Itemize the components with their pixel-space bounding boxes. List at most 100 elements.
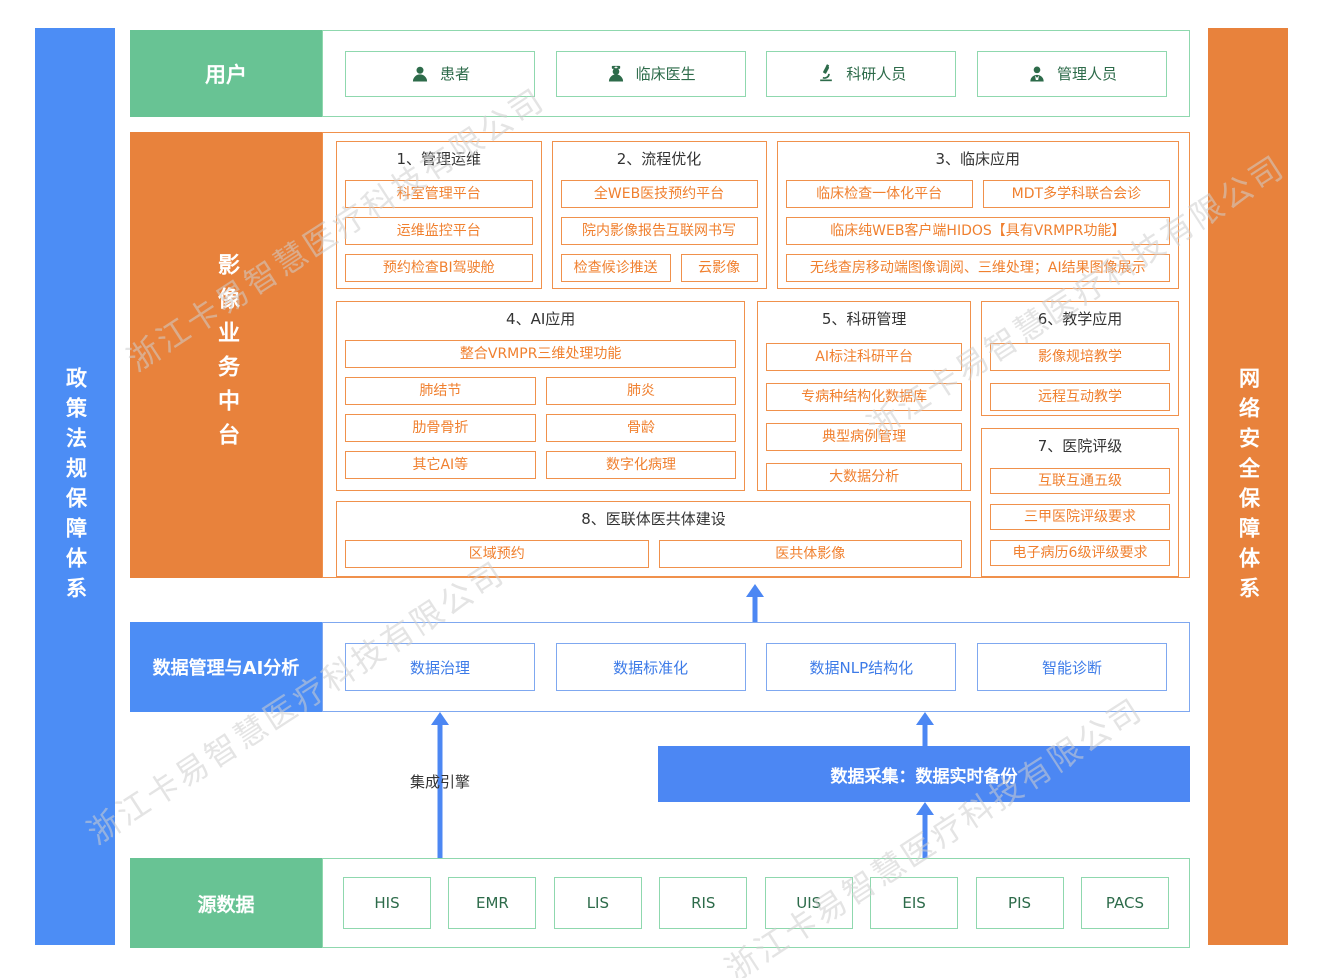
- network-security-sidebar: 网络安全保障体系: [1208, 28, 1288, 945]
- item-pair: 临床检查一体化平台 MDT多学科联合会诊: [785, 180, 1170, 208]
- source-box-emr: EMR: [448, 877, 537, 929]
- arrow-shaft: [752, 594, 758, 622]
- section-title: 3、临床应用: [935, 150, 1021, 168]
- user-box-clinician: 临床医生: [555, 50, 746, 97]
- platform-item: 专病种结构化数据库: [766, 383, 962, 411]
- platform-item: 无线查房移动端图像调阅、三维处理；AI结果图像展示: [785, 254, 1170, 282]
- data-management-row: 数据管理与AI分析 数据治理 数据标准化 数据NLP结构化 智能诊断: [130, 622, 1190, 712]
- platform-item: 影像规培教学: [990, 343, 1170, 371]
- imaging-platform-content: 1、管理运维 科室管理平台 运维监控平台 预约检查BI驾驶舱 2、流程优化 全W…: [322, 132, 1190, 578]
- section-management-ops: 1、管理运维 科室管理平台 运维监控平台 预约检查BI驾驶舱: [336, 141, 542, 289]
- platform-item: 院内影像报告互联网书写: [560, 217, 758, 245]
- platform-sections-row-2: 4、AI应用 整合VRMPR三维处理功能 肺结节 肺炎 肋骨骨折 骨龄: [336, 301, 1179, 577]
- source-box-pis: PIS: [975, 877, 1064, 929]
- section-teaching-application: 6、教学应用 影像规培教学 远程互动教学: [981, 301, 1179, 416]
- policy-regulation-label: 政策法规保障体系: [63, 366, 88, 607]
- integration-engine-label: 集成引擎: [409, 773, 470, 791]
- arrow-shaft: [922, 812, 928, 858]
- platform-item: 其它AI等: [345, 451, 536, 479]
- platform-item: 肋骨骨折: [345, 414, 536, 442]
- item-pair: 肋骨骨折 骨龄: [345, 414, 737, 442]
- platform-item: 电子病历6级评级要求: [990, 540, 1170, 566]
- section-hospital-rating: 7、医院评级 互联互通五级 三甲医院评级要求 电子病历6级评级要求: [981, 428, 1179, 577]
- platform-item: AI标注科研平台: [766, 343, 962, 371]
- data-governance-box: 数据治理: [345, 643, 535, 691]
- platform-item: 大数据分析: [766, 463, 962, 491]
- section-research-management: 5、科研管理 AI标注科研平台 专病种结构化数据库 典型病例管理 大数据分析: [757, 301, 971, 491]
- arrow-head: [431, 712, 449, 725]
- arrow-head: [746, 584, 764, 597]
- platform-item: 远程互动教学: [990, 383, 1170, 411]
- user-box-manager: 管理人员: [976, 50, 1167, 97]
- platform-item: 区域预约: [345, 540, 649, 568]
- source-box-ris: RIS: [659, 877, 748, 929]
- item-pair: 其它AI等 数字化病理: [345, 451, 737, 479]
- network-security-label: 网络安全保障体系: [1236, 366, 1261, 607]
- platform-item: 肺炎: [545, 377, 737, 405]
- users-row-label: 用户: [130, 30, 322, 117]
- source-data-content: HIS EMR LIS RIS UIS EIS PIS PACS: [322, 858, 1190, 948]
- data-collect-bar: 数据采集：数据实时备份: [658, 746, 1190, 802]
- platform-item: 科室管理平台: [345, 180, 533, 208]
- arrow-source-to-datamgmt: [429, 712, 451, 858]
- user-box-label: 患者: [439, 65, 470, 83]
- user-box-researcher: 科研人员: [766, 50, 957, 97]
- users-row: 用户 患者 临床医生 科研人员 管理人员: [130, 30, 1190, 117]
- imaging-platform-label-text: 影像业务中台: [214, 253, 239, 457]
- source-box-uis: UIS: [764, 877, 853, 929]
- platform-item: 数字化病理: [545, 451, 737, 479]
- platform-item: 骨龄: [545, 414, 737, 442]
- data-management-label: 数据管理与AI分析: [130, 622, 322, 712]
- platform-item: 三甲医院评级要求: [990, 504, 1170, 530]
- platform-item: 肺结节: [345, 377, 536, 405]
- section-title: 2、流程优化: [616, 150, 702, 168]
- imaging-platform-label: 影像业务中台: [130, 132, 322, 578]
- patient-icon: [412, 66, 428, 81]
- imaging-platform: 影像业务中台 1、管理运维 科室管理平台 运维监控平台 预约检查BI驾驶舱 2、…: [130, 132, 1190, 578]
- item-pair: 肺结节 肺炎: [345, 377, 737, 405]
- section-medical-alliance: 8、医联体医共体建设 区域预约 医共体影像: [336, 501, 971, 577]
- section-title: 1、管理运维: [396, 150, 482, 168]
- platform-item: 运维监控平台: [345, 217, 533, 245]
- arrow-datamgmt-to-platform: [744, 584, 766, 622]
- platform-item: 互联互通五级: [990, 468, 1170, 494]
- platform-item: 医共体影像: [658, 540, 962, 568]
- user-box-label: 临床医生: [635, 65, 696, 83]
- platform-item: 临床纯WEB客户端HIDOS【具有VRMPR功能】: [785, 217, 1170, 245]
- data-standardization-box: 数据标准化: [555, 643, 746, 691]
- user-box-patient: 患者: [345, 50, 535, 97]
- arrow-head: [916, 802, 934, 815]
- arrow-collect-to-datamgmt: [914, 712, 936, 746]
- doctor-icon: [608, 65, 623, 81]
- source-box-eis: EIS: [870, 877, 959, 929]
- arrow-shaft: [437, 722, 443, 858]
- smart-diagnosis-box: 智能诊断: [976, 643, 1167, 691]
- data-management-content: 数据治理 数据标准化 数据NLP结构化 智能诊断: [322, 622, 1190, 712]
- section-clinical-application: 3、临床应用 临床检查一体化平台 MDT多学科联合会诊 临床纯WEB客户端HID…: [776, 141, 1179, 289]
- source-box-his: HIS: [343, 877, 431, 929]
- platform-item: 全WEB医技预约平台: [560, 180, 758, 208]
- section-title: 7、医院评级: [1037, 437, 1123, 455]
- platform-sections-row-1: 1、管理运维 科室管理平台 运维监控平台 预约检查BI驾驶舱 2、流程优化 全W…: [336, 141, 1179, 289]
- section-title: 8、医联体医共体建设: [581, 510, 726, 528]
- platform-left-group: 4、AI应用 整合VRMPR三维处理功能 肺结节 肺炎 肋骨骨折 骨龄: [336, 301, 971, 577]
- manager-icon: [1030, 66, 1044, 81]
- source-box-pacs: PACS: [1080, 877, 1169, 929]
- platform-right-col: 6、教学应用 影像规培教学 远程互动教学 7、医院评级 互联互通五级 三甲医院评…: [981, 301, 1179, 577]
- platform-item: 典型病例管理: [766, 423, 962, 451]
- data-nlp-box: 数据NLP结构化: [766, 643, 957, 691]
- source-data-label: 源数据: [130, 858, 322, 948]
- arrow-source-to-collect: [914, 802, 936, 858]
- section-title: 4、AI应用: [506, 310, 576, 328]
- platform-item: MDT多学科联合会诊: [982, 180, 1170, 208]
- item-pair: 检查候诊推送 云影像: [560, 254, 758, 282]
- platform-item: 预约检查BI驾驶舱: [345, 254, 533, 282]
- section-ai-application: 4、AI应用 整合VRMPR三维处理功能 肺结节 肺炎 肋骨骨折 骨龄: [336, 301, 746, 491]
- arrow-head: [916, 712, 934, 725]
- users-row-content: 患者 临床医生 科研人员 管理人员: [322, 30, 1190, 117]
- user-box-label: 管理人员: [1056, 65, 1117, 83]
- microscope-icon: [820, 63, 833, 81]
- platform-item: 临床检查一体化平台: [785, 180, 973, 208]
- arrow-shaft: [922, 722, 928, 746]
